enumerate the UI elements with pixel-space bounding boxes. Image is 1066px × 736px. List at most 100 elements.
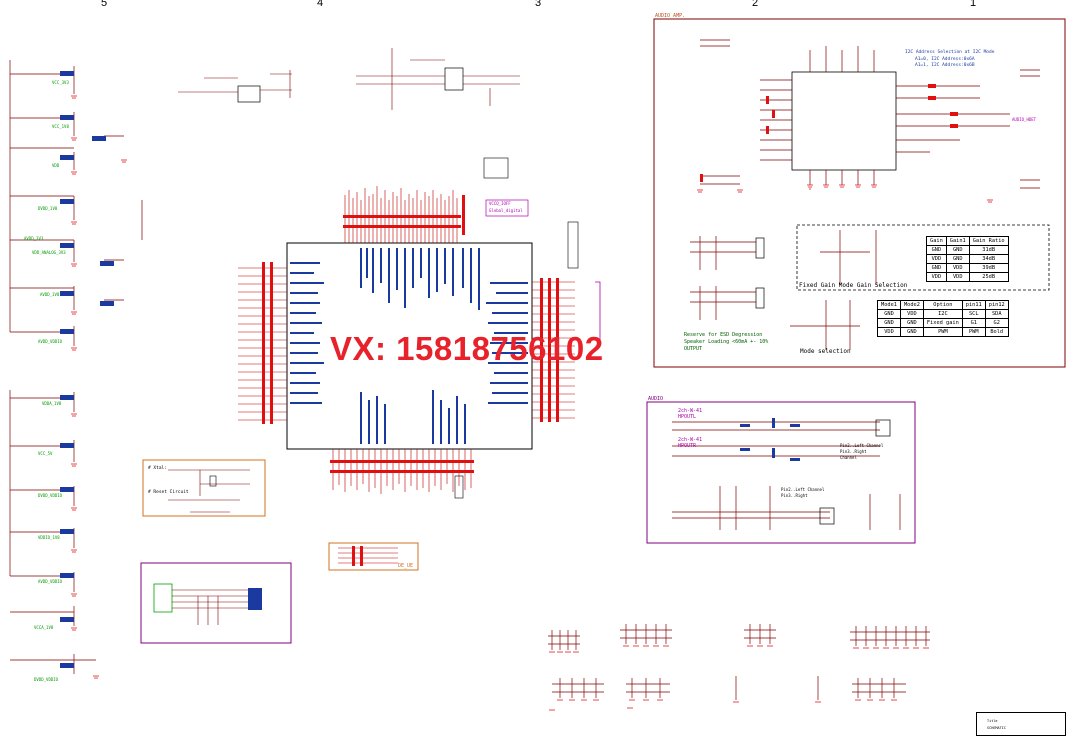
table-cell: VDD xyxy=(926,254,947,264)
headphone-jack-1 xyxy=(875,419,891,437)
title-block-value: SCHEMATIC xyxy=(987,726,1006,730)
debug-box-label: DE_UE xyxy=(398,563,414,569)
table-cell: Fixed gain xyxy=(922,318,963,328)
table-cell: VDD xyxy=(877,327,901,337)
audio-note-2: HPOUTL xyxy=(678,414,697,420)
xtal-label: # Xtal: xyxy=(148,466,167,471)
small-connector-right xyxy=(567,221,579,269)
audio-note-3: 2ch-W-41 xyxy=(678,437,703,443)
power-net-label: AVDD_3V3 xyxy=(24,236,44,241)
table-cell: I2C xyxy=(922,309,963,319)
pin2-note: Pin2..Left Channel xyxy=(840,443,884,448)
power-net-label: DVDD_VDDIO xyxy=(38,493,63,498)
title-block-label: Title xyxy=(987,719,998,723)
table-cell: GND xyxy=(945,245,970,255)
reserve-note-2: Speaker Loading <60mA +- 10% xyxy=(684,339,769,345)
table-row: VDD GND 34dB xyxy=(926,254,1009,264)
table-cell: PWM xyxy=(961,327,986,337)
small-connector-bottom xyxy=(454,475,464,499)
channel-note: Channel xyxy=(840,455,857,460)
table-cell: PWM xyxy=(922,327,963,337)
table-header: Mode2 xyxy=(899,300,924,310)
table-cell: SDA xyxy=(984,309,1009,319)
debug-box xyxy=(328,542,419,571)
fixed-gain-caption: Fixed Gain Mode Gain Selection xyxy=(799,282,908,289)
power-net-label: DVDD_VDDIO xyxy=(34,677,59,682)
table-cell: 39dB xyxy=(968,263,1009,273)
i2c-note-1: I2C Address Selection at I2C Mode xyxy=(905,50,995,55)
column-number-1: 1 xyxy=(970,0,977,9)
audio-note-1: 2ch-W-41 xyxy=(678,408,703,414)
gain-table: Gain Gain1 Gain Ratio GND GND 31dB VDD G… xyxy=(926,236,1009,282)
table-cell: GND xyxy=(899,327,924,337)
headphone-jack-2 xyxy=(819,507,835,525)
table-cell: Bold xyxy=(984,327,1009,337)
table-cell: GND xyxy=(926,263,947,273)
pin2b-note: Pin2..Left Channel xyxy=(781,487,825,492)
i2c-note-2: A1=0, I2C Address:0x6A xyxy=(915,57,975,62)
power-net-label: VDD_ANALOG_3V3 xyxy=(32,250,66,255)
table-row: GND GND Fixed gain G1 G2 xyxy=(877,318,1009,328)
table-row: VDD GND PWM PWM Bold xyxy=(877,327,1009,337)
mode-table-header: Mode1 Mode2 Option pin11 pin12 xyxy=(877,300,1009,310)
table-cell: VDD xyxy=(899,309,924,319)
table-row: GND GND 31dB xyxy=(926,245,1009,255)
speaker-connector-1 xyxy=(755,237,765,259)
power-net-label: VCC_1V8 xyxy=(52,124,69,129)
table-cell: GND xyxy=(926,245,947,255)
i2c-note-3: A1=1, I2C Address:0x6B xyxy=(915,63,975,68)
header-connector xyxy=(153,583,173,613)
table-header: pin11 xyxy=(961,300,986,310)
power-net-label: DVDD_1V8 xyxy=(38,206,58,211)
table-cell: VDD xyxy=(945,263,970,273)
small-connector-top xyxy=(483,157,509,179)
table-row: VDD VDD 25dB xyxy=(926,272,1009,282)
table-cell: VDD xyxy=(926,272,947,282)
table-row: GND VDD I2C SCL SDA xyxy=(877,309,1009,319)
table-cell: 34dB xyxy=(968,254,1009,264)
table-cell: G2 xyxy=(984,318,1009,328)
power-net-label: VCC_5V xyxy=(38,451,53,456)
power-net-label: VCC_3V3 xyxy=(52,80,69,85)
table-header: Mode1 xyxy=(877,300,901,310)
power-net-label: VDD xyxy=(52,163,60,168)
pin3b-note: Pin3..Right xyxy=(781,493,808,498)
power-net-label: AVDD_1V8 xyxy=(40,292,60,297)
table-header: Option xyxy=(922,300,963,310)
column-number-4: 4 xyxy=(317,0,324,9)
audio-title: AUDIO xyxy=(648,396,664,402)
table-cell: GND xyxy=(899,318,924,328)
mcu-header-label-2: Global_digital xyxy=(489,208,523,213)
reserve-note-1: Reserve for ESD Degression xyxy=(684,332,763,338)
power-net-label: VDDIO_1V8 xyxy=(38,535,60,540)
table-cell: SCL xyxy=(961,309,986,319)
gain-table-header: Gain Gain1 Gain Ratio xyxy=(926,236,1009,246)
column-number-3: 3 xyxy=(535,0,542,9)
speaker-connector-2 xyxy=(755,287,765,309)
power-net-label: AVDD_VDDIO xyxy=(38,579,63,584)
audio-frame xyxy=(646,401,916,544)
gain-header: Gain xyxy=(926,236,947,246)
table-cell: GND xyxy=(877,318,901,328)
reset-label: # Reset Circuit xyxy=(148,490,189,495)
gain1-header: Gain1 xyxy=(945,236,970,246)
power-net-label: VDDA_1V8 xyxy=(42,401,62,406)
mode-table: Mode1 Mode2 Option pin11 pin12 GND VDD I… xyxy=(877,300,1009,337)
connector-box xyxy=(140,562,292,644)
table-row: GND VDD 39dB xyxy=(926,263,1009,273)
audio-amp-title: AUDIO AMP. xyxy=(655,13,686,19)
reserve-note-3: OUTPUT xyxy=(684,346,703,352)
column-number-5: 5 xyxy=(101,0,108,9)
pin3-note: Pin3..Right xyxy=(840,449,867,454)
table-cell: GND xyxy=(945,254,970,264)
mcu-bus-bracket xyxy=(595,281,601,341)
table-cell: G1 xyxy=(961,318,986,328)
table-cell: VDD xyxy=(945,272,970,282)
ic-small-center xyxy=(444,67,464,91)
mode-selection-caption: Mode selection xyxy=(800,348,851,355)
watermark-text: VX: 15818756102 xyxy=(330,330,604,367)
column-number-2: 2 xyxy=(752,0,759,9)
audio-amp-frame xyxy=(653,18,1066,368)
gain-ratio-header: Gain Ratio xyxy=(968,236,1009,246)
